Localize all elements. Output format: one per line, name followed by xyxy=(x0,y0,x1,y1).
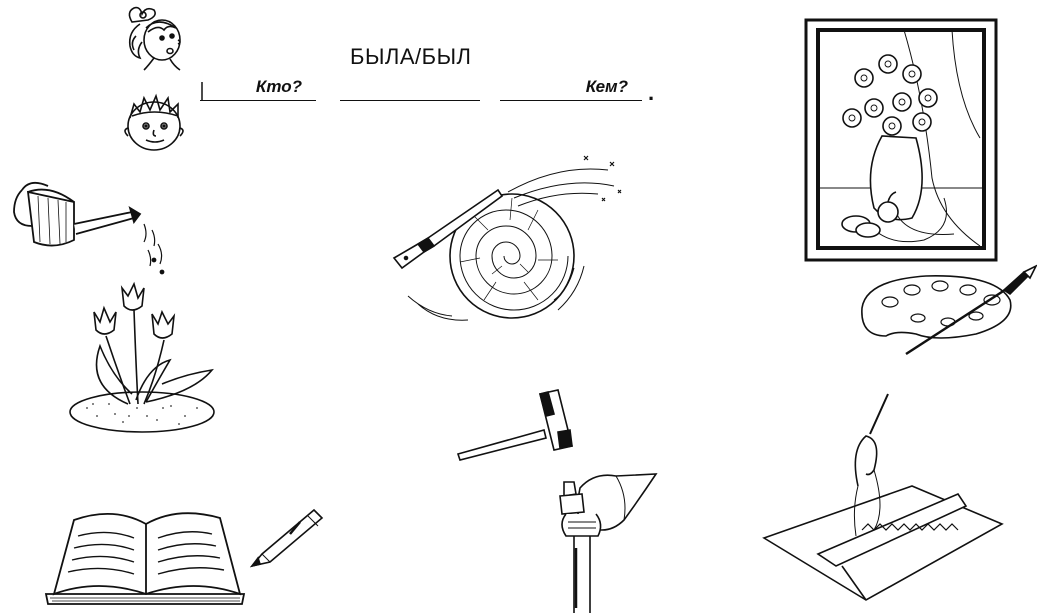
girl-face-icon xyxy=(118,2,198,72)
needle-and-thread-icon xyxy=(762,390,1012,612)
watering-can-icon xyxy=(4,178,184,288)
blank-with-whom[interactable]: Кем? xyxy=(500,77,642,101)
hammer-icon xyxy=(454,388,576,462)
blank-middle[interactable] xyxy=(340,78,480,101)
pen-icon xyxy=(248,504,326,570)
boy-face-icon xyxy=(118,90,196,156)
blank-who[interactable]: Кто? xyxy=(200,77,316,101)
blank-who-label: Кто? xyxy=(255,77,302,96)
end-punctuation: . xyxy=(648,80,655,105)
tulips-icon xyxy=(66,276,222,436)
open-book-icon xyxy=(44,506,246,610)
knife-and-cabbage-icon xyxy=(388,150,638,326)
blank-with-whom-label: Кем? xyxy=(585,77,628,96)
framed-still-life-icon xyxy=(804,18,998,262)
hand-hammer-icon xyxy=(544,468,664,613)
worksheet-title: БЫЛА/БЫЛ xyxy=(350,44,472,69)
bracket-mark-icon xyxy=(200,82,204,102)
palette-and-brush-icon xyxy=(856,264,1037,360)
